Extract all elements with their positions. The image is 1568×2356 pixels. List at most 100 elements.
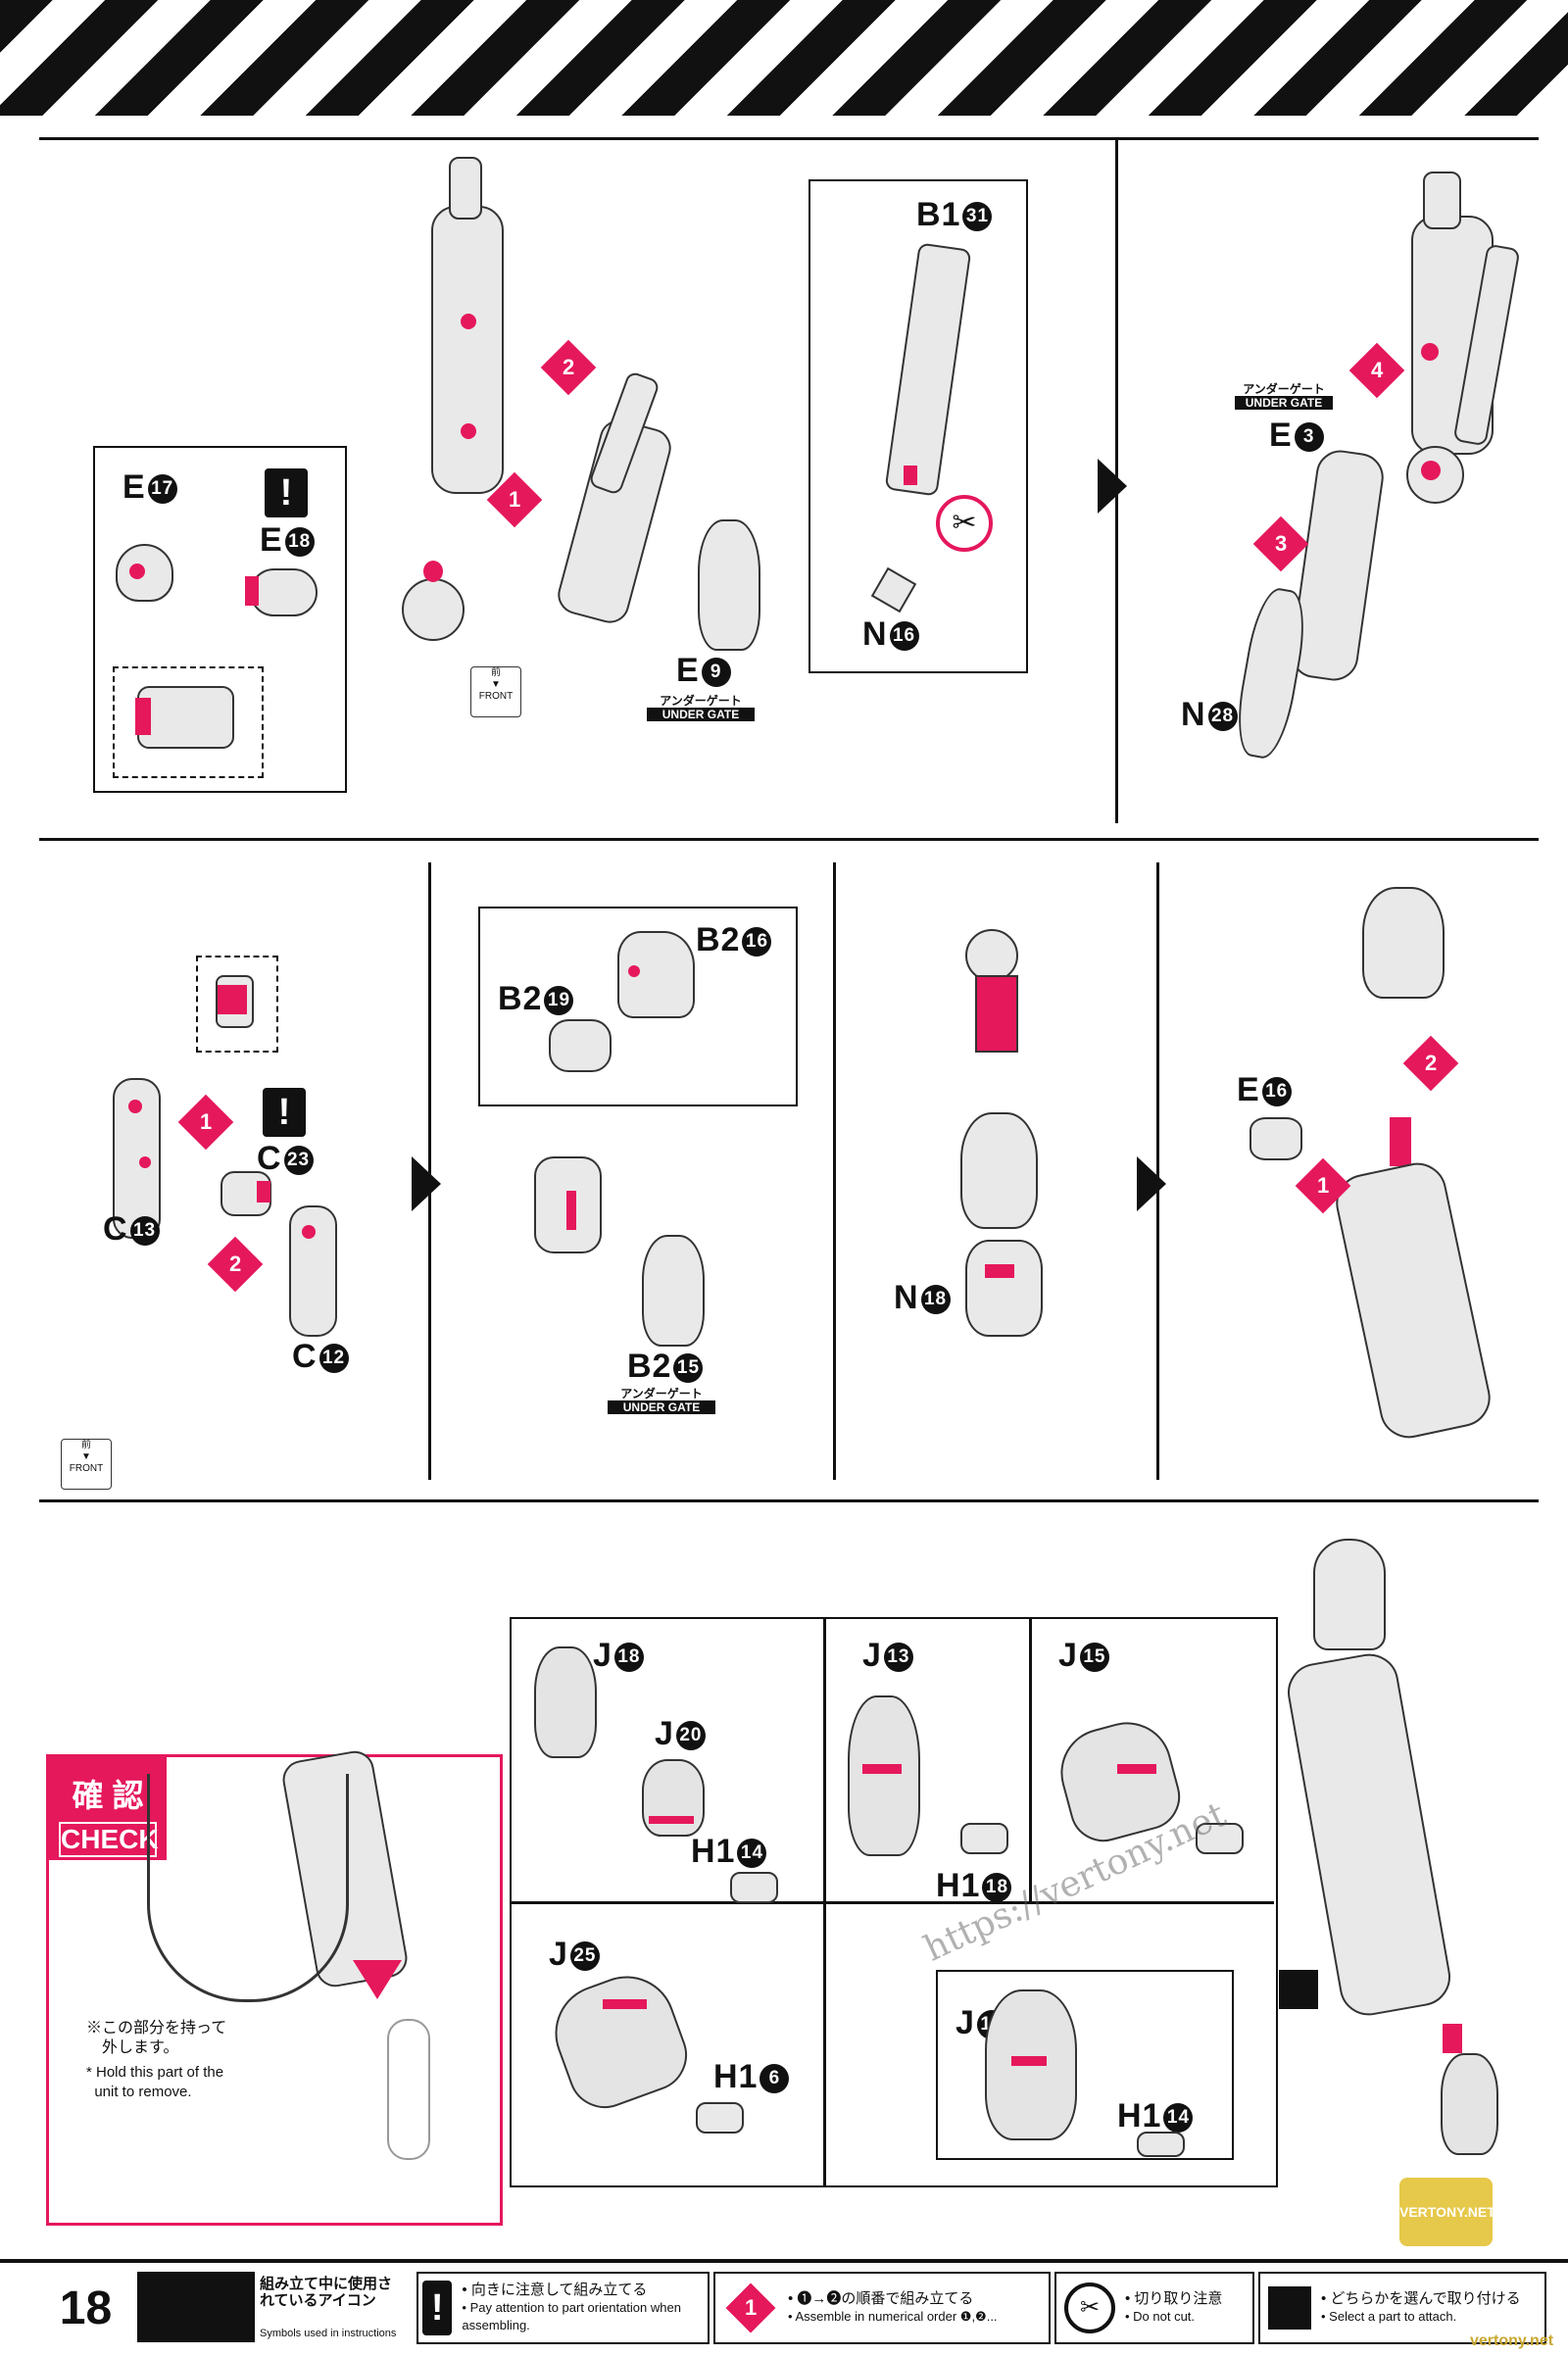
divider: [833, 862, 836, 1480]
step-2-badge: 2: [1402, 1035, 1459, 1092]
part-red-peg: [1390, 1117, 1411, 1166]
peg-mark: [423, 561, 443, 582]
part-leg-frame: [431, 206, 504, 494]
peg-mark: [257, 1181, 270, 1203]
part-e18-detail: [137, 686, 234, 749]
icons-title-en: Symbols used in instructions: [260, 2328, 397, 2339]
part-hand-peg: [1196, 1823, 1244, 1854]
check-note-en: * Hold this part of the unit to remove.: [86, 2064, 224, 2100]
remove-arrow: [353, 1960, 402, 1999]
step-3-badge: 3: [1252, 515, 1309, 572]
part-c12: [289, 1205, 337, 1337]
divider: [1029, 1617, 1032, 1901]
peg-mark: [1011, 2056, 1047, 2066]
section-rule: [39, 838, 1539, 841]
peg-mark: [135, 698, 151, 735]
part-e3: [1288, 447, 1387, 684]
socket-mark: [566, 1191, 576, 1230]
divider: [510, 1901, 1274, 1904]
peg-mark: [1421, 461, 1441, 480]
peg-mark: [1117, 1764, 1156, 1774]
step-2-badge: 2: [207, 1236, 264, 1293]
part-j20: [642, 1759, 705, 1837]
part-b2-19: [549, 1019, 612, 1072]
icons-title-jp: 組み立て中に使用されているアイコン: [260, 2276, 393, 2309]
socket-mark: [129, 564, 145, 579]
part-joint: [449, 157, 482, 220]
top-rule: [39, 137, 1539, 140]
divider: [823, 1901, 826, 2185]
detail-box: [113, 666, 264, 778]
next-arrow: [1137, 1156, 1166, 1211]
check-note-jp: ※この部分を持って 外します。: [86, 2020, 227, 2056]
peg-mark: [218, 985, 247, 1014]
part-e16: [1250, 1117, 1302, 1160]
select-part-icon: [1279, 1970, 1318, 2009]
part-h1-14b: [1137, 2132, 1185, 2157]
check-panel: [46, 1754, 503, 2226]
page-number: 18: [44, 2276, 127, 2342]
step-1-badge: 1: [177, 1094, 234, 1151]
divider: [823, 1617, 826, 1901]
section-rule: [39, 1499, 1539, 1502]
part-shoulder-final: [1313, 1539, 1386, 1650]
socket-mark: [628, 965, 640, 977]
select-part-icon: [1268, 2286, 1311, 2330]
step-2-badge: 2: [540, 339, 597, 396]
peg-mark: [1443, 2024, 1462, 2053]
part-upper-shell: [960, 1112, 1038, 1229]
part-h1-6: [696, 2102, 744, 2134]
footer: [0, 2259, 1568, 2356]
socket-mark: [461, 314, 476, 329]
step-4-badge: 4: [1348, 342, 1405, 399]
socket-mark: [985, 1264, 1014, 1278]
gate-mark: [904, 466, 917, 485]
peg-mark: [603, 1999, 647, 2009]
part-n28: [1230, 584, 1312, 762]
part-hand-final: [1441, 2053, 1498, 2155]
part-e9: [698, 519, 760, 651]
part-n18: [965, 1240, 1043, 1337]
detail-box: [196, 956, 278, 1053]
next-arrow: [412, 1156, 441, 1211]
socket-mark: [1421, 343, 1439, 361]
no-cut-icon: ✂: [936, 495, 993, 552]
part-knee-ball: [402, 578, 465, 641]
part-j18: [534, 1646, 597, 1758]
credit: vertony.net: [1470, 2332, 1554, 2349]
orientation-icon: !: [263, 1088, 306, 1137]
part-arm-final: [1283, 1648, 1455, 2021]
part-arm-assembly: [1330, 1157, 1496, 1444]
socket-mark: [302, 1225, 316, 1239]
part-e18: [250, 568, 318, 616]
vertony-badge: VERTONY.NET: [1399, 2178, 1495, 2246]
peg-mark: [862, 1764, 902, 1774]
front-icon: 前▼FRONT: [61, 1439, 112, 1490]
part-red-peg: [975, 975, 1018, 1053]
part-ball-joint: [965, 929, 1018, 982]
legend-orientation: ! • 向きに注意して組み立てる• Pay attention to part …: [416, 2272, 710, 2344]
